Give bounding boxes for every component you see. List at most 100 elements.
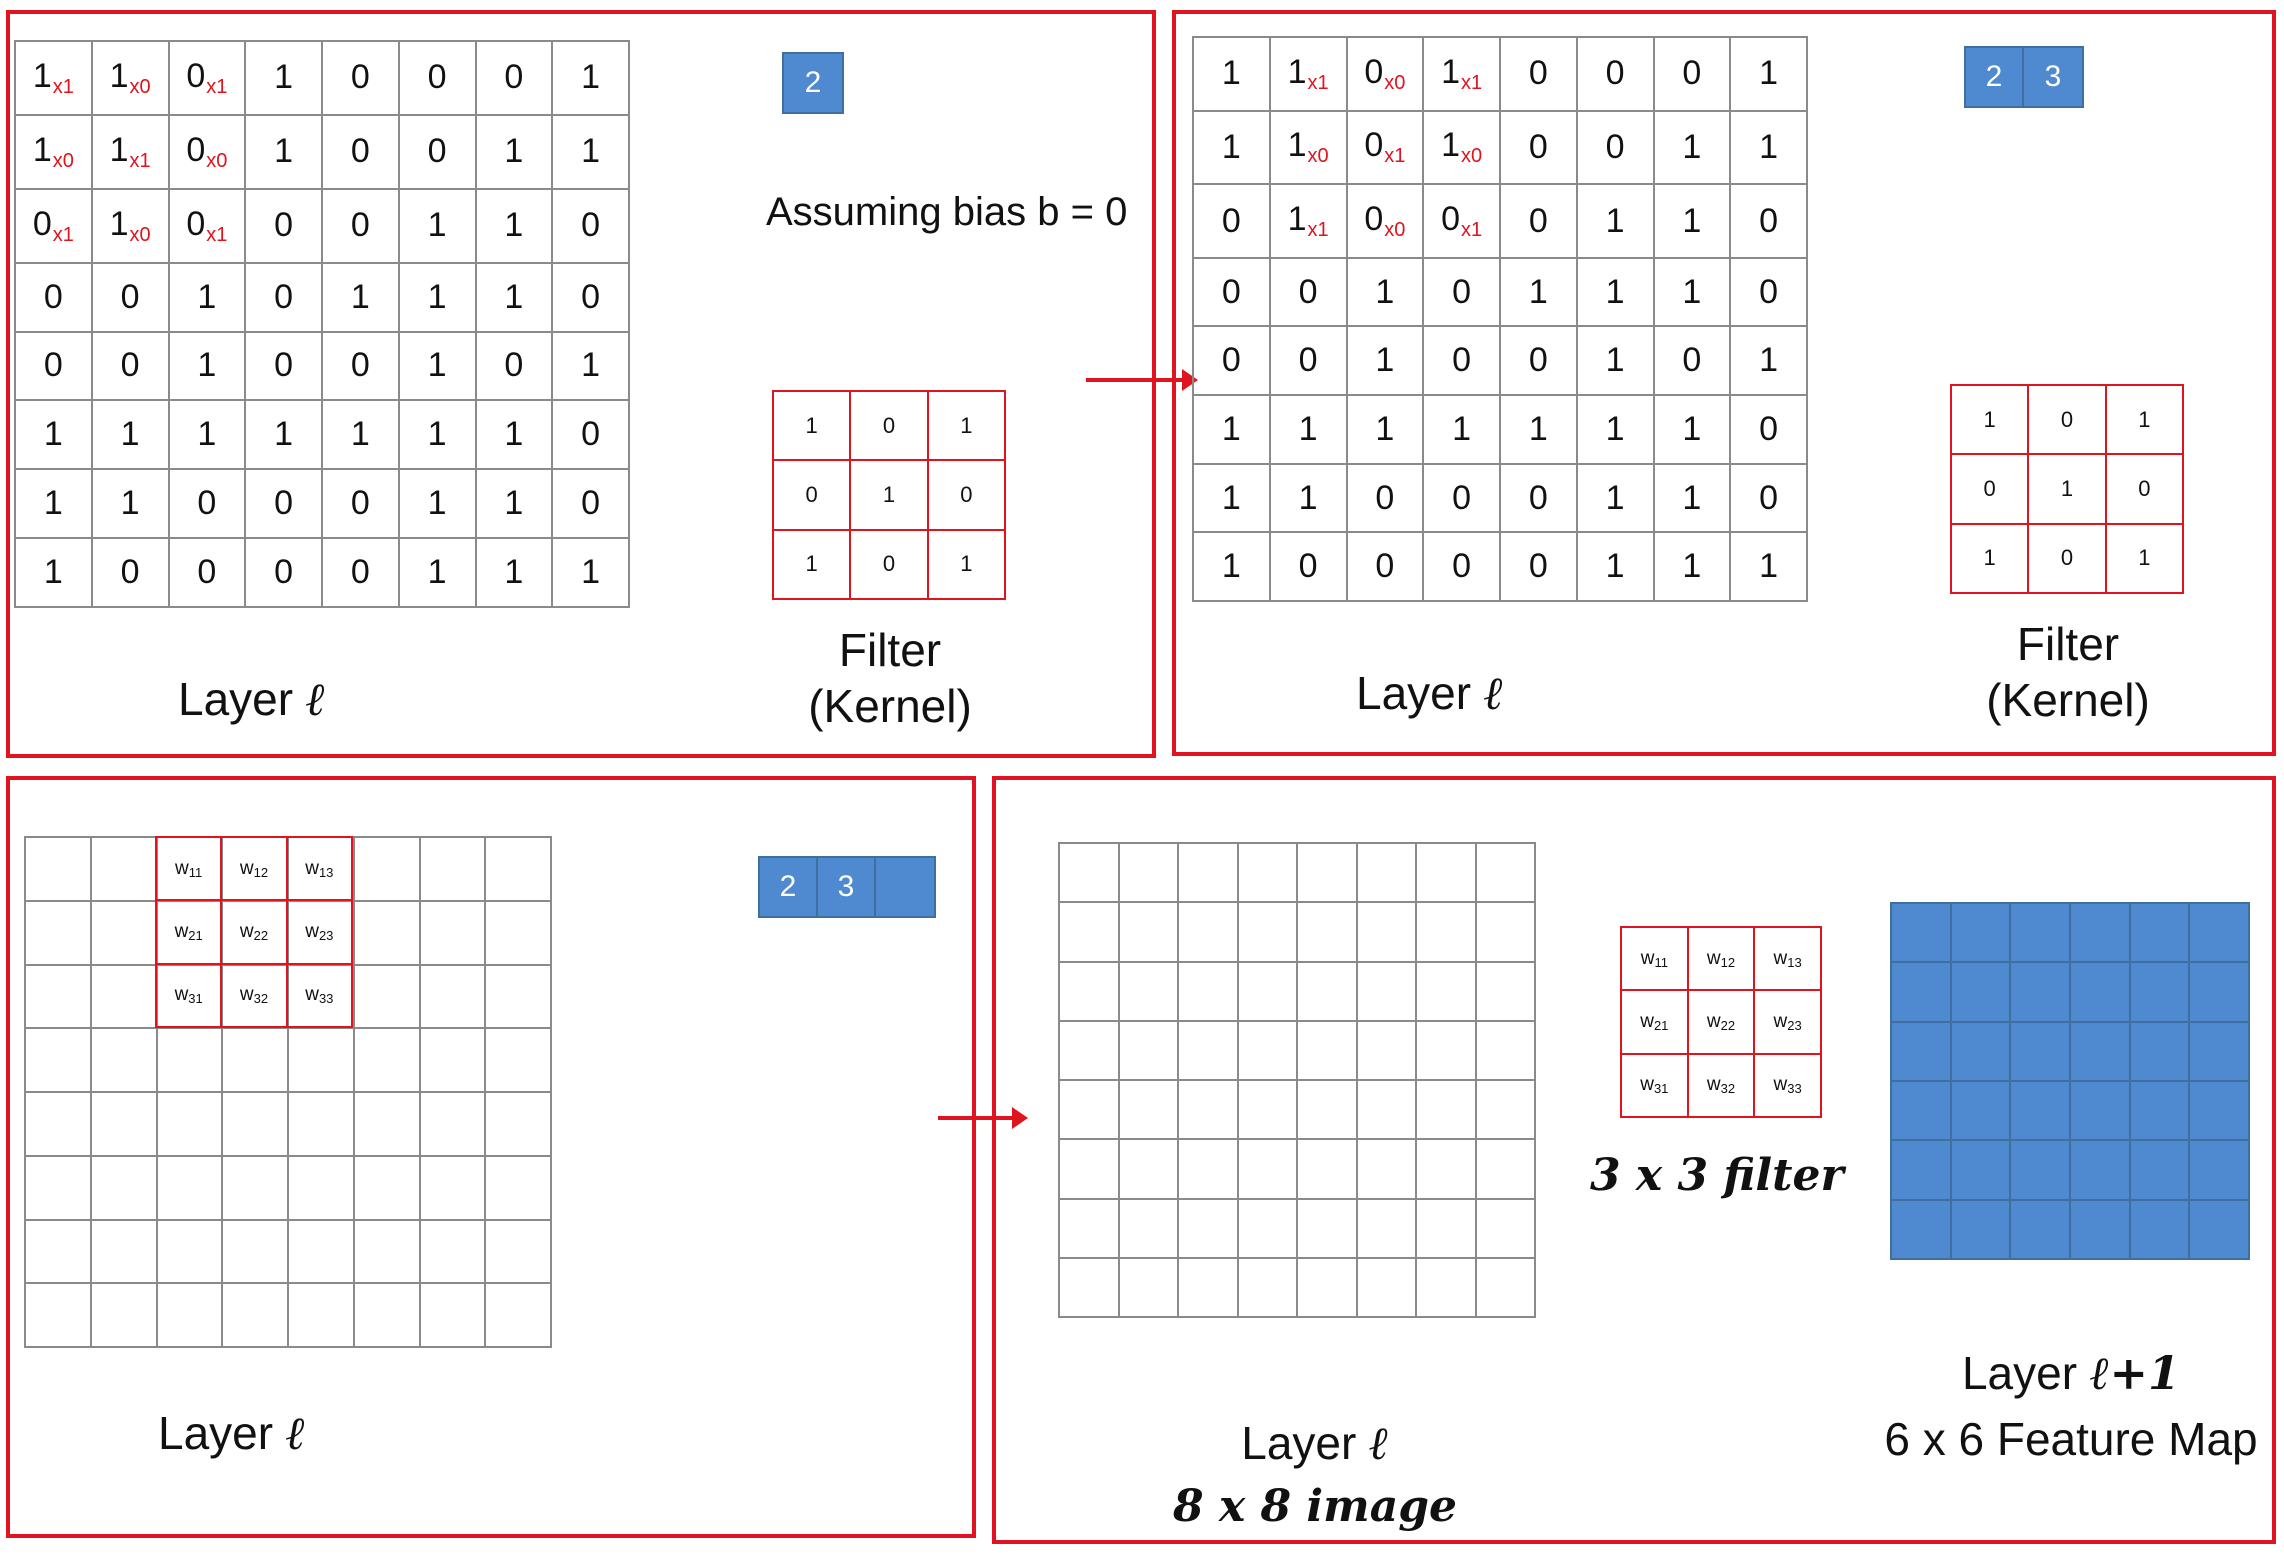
cell-subscript: 11 [1654,954,1668,970]
cell-value: 0 [120,346,140,385]
weight-cell: w12 [220,835,288,902]
grid-cell [1415,841,1477,904]
cell-value: 0 [350,206,370,245]
grid-cell: 1 [397,261,477,333]
cell-value: 1 [1682,272,1702,311]
grid-cell [352,1027,421,1093]
grid-cell: 0 [1192,325,1271,397]
grid-cell [287,1218,355,1285]
grid-cell [352,1282,421,1348]
cell-value: 0 [43,346,63,385]
output-cell: 3 [818,858,876,916]
grid-cell: 1 [167,330,247,402]
grid-cell [1296,1256,1358,1319]
kernel-cell: 1 [1949,383,2030,456]
kernel-cell: 1 [1949,522,2030,595]
feature-map-cell [2188,1020,2250,1082]
cell-value: 1 [1682,478,1702,517]
grid-cell: 1 [397,187,477,264]
cell-value: w [239,920,254,942]
cell-value: w [1640,947,1655,969]
grid-cell [418,1218,487,1285]
cell-value: 1 [1221,127,1241,166]
layer-label-text: Layer [1356,667,1472,719]
cell-value: 1 [882,481,896,507]
kernel-cell: 1 [2104,383,2185,456]
grid-row [1058,1197,1536,1259]
grid-cell: 1 [1192,109,1271,186]
grid-cell [1117,901,1179,963]
output-cell: 2 [1966,48,2024,106]
weight-cell: w11 [1620,925,1689,992]
grid-cell: 0 [321,537,400,608]
grid-cell: 0 [167,468,247,540]
cell-value: 1 [427,415,447,454]
cell-value: 1 [1375,341,1395,380]
cell-subscript: 11 [188,864,203,880]
grid-cell [352,899,421,966]
grid-cell [1058,960,1120,1022]
cell-value: 0 [1682,54,1702,93]
cell-subscript: x0 [52,149,74,172]
grid-cell [24,963,92,1030]
layer-label-text: Layer [178,673,294,725]
cell-value: 1 [197,346,217,385]
image-caption: 8 x 8 image [1173,1481,1457,1532]
grid-cell [1296,1019,1358,1082]
grid-cell: 1 [474,537,554,608]
cell-value: 0 [581,484,601,523]
grid-cell [1415,960,1477,1022]
cell-value: 1 [109,204,129,243]
feature-map-cell [1890,1139,1952,1201]
grid-cell: 1 [1575,394,1655,465]
grid-cell: 0 [244,537,323,608]
grid-cell [1117,1256,1179,1319]
cell-value: 1 [1221,409,1241,448]
cell-value: 1 [1605,201,1625,240]
cell-value: 1 [43,553,63,592]
feature-map-6x6 [1890,901,2250,1261]
grid-cell: 0 [1729,462,1808,534]
grid-cell: 1 [551,537,630,608]
cell-value: 0 [120,277,140,316]
cell-value: 0 [43,277,63,316]
grid-cell [1474,1256,1536,1319]
grid-cell: 0x1 [167,40,247,116]
cell-value: 1 [1287,126,1307,165]
cell-value: 1 [504,415,524,454]
cell-value: 0 [1452,341,1472,380]
grid-cell [24,1091,92,1157]
cell-value: 0 [350,484,370,523]
cell-value: 1 [109,130,129,169]
grid-cell: 0 [244,187,323,264]
grid-cell: 1 [1345,394,1425,465]
cell-value: 0 [274,206,294,245]
grid-cell: 0 [474,40,554,116]
grid-cell: 1 [1268,462,1348,534]
grid-row [1058,1019,1536,1082]
grid-cell: 0 [321,40,400,116]
cell-subscript: x0 [1461,145,1483,168]
grid-cell: 0x1 [1422,183,1501,259]
grid-cell [155,1282,224,1348]
cell-value: w [1706,947,1721,969]
cell-value: 0 [1682,341,1702,380]
feature-map-cell [2128,1079,2191,1142]
cell-value: 0 [1452,272,1472,311]
feature-map-cell [2068,1198,2131,1261]
grid-cell: 0x1 [14,187,93,264]
cell-value: 1 [1605,272,1625,311]
cell-value: 0 [1605,127,1625,166]
cell-value: 1 [504,132,524,171]
cell-value: 1 [581,346,601,385]
cell-value: w [1640,1074,1654,1096]
grid-cell: 1 [1729,109,1808,186]
grid-cell [89,836,158,902]
arrow-step-3-to-4 [938,1107,1028,1129]
cell-value: 0 [350,346,370,385]
cell-value: 1 [1441,52,1461,91]
grid-cell: 0 [244,261,323,333]
feature-map-cell [2128,961,2191,1023]
